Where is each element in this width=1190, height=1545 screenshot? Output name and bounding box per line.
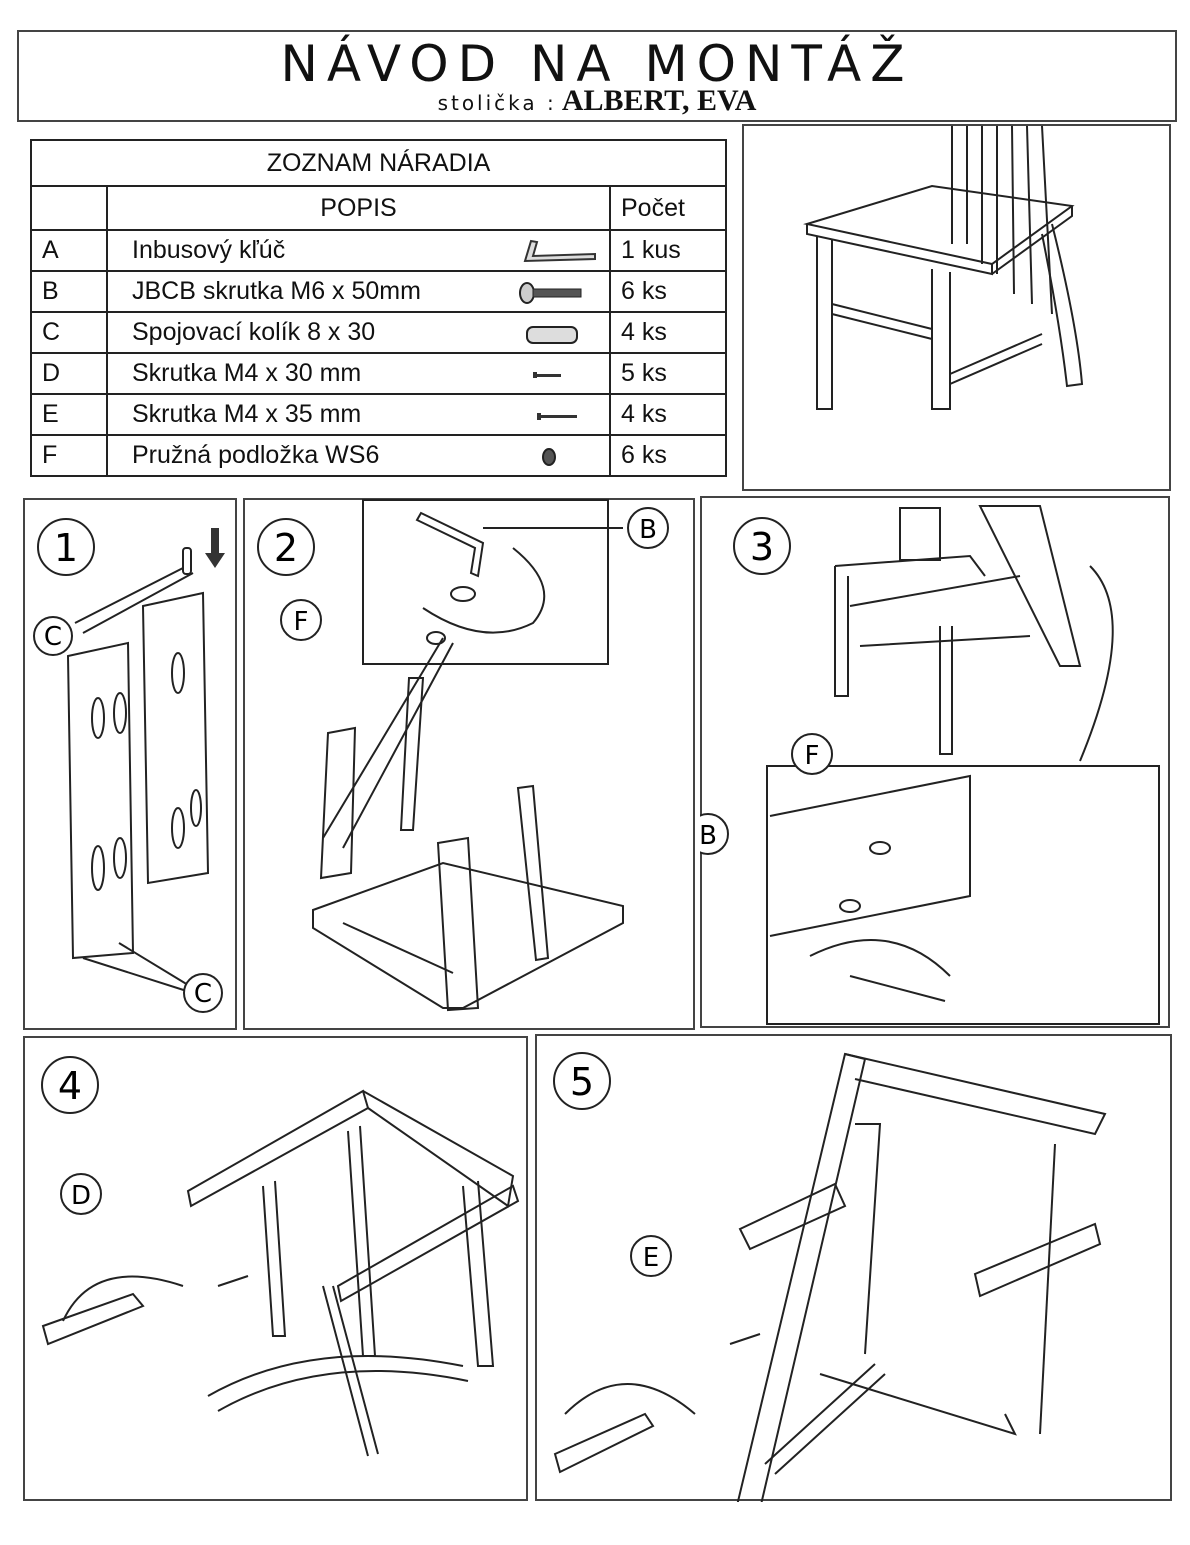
step-2-panel: 2 B F — [243, 498, 695, 1030]
header-empty — [30, 185, 108, 231]
step-1-panel: 1 C C — [23, 498, 237, 1030]
table-row: B JBCB skrutka M6 x 50mm 6 ks — [30, 270, 727, 313]
part-description-text: Skrutka M4 x 30 mm — [132, 359, 362, 387]
subtitle-label: stolička : — [437, 91, 557, 115]
part-description-text: Inbusový kľúč — [132, 236, 286, 264]
product-name: ALBERT, EVA — [561, 84, 757, 117]
table-row: E Skrutka M4 x 35 mm 4 ks — [30, 393, 727, 436]
part-description: Skrutka M4 x 30 mm — [106, 352, 611, 395]
arrow-down-icon — [205, 528, 225, 568]
bolt-icon — [519, 282, 582, 304]
table-row: F Pružná podložka WS6 6 ks — [30, 434, 727, 477]
part-id: F — [30, 434, 108, 477]
callout-label: B — [639, 515, 657, 545]
part-count: 5 ks — [609, 352, 727, 395]
step-number: 4 — [58, 1064, 82, 1108]
part-description-text: Pružná podložka WS6 — [132, 441, 380, 469]
callout-label: D — [71, 1181, 91, 1211]
part-description: Inbusový kľúč — [106, 229, 611, 272]
allen-key-icon — [523, 239, 596, 263]
part-id: B — [30, 270, 108, 313]
part-count: 6 ks — [609, 434, 727, 477]
part-description: JBCB skrutka M6 x 50mm — [106, 270, 611, 313]
table-row: A Inbusový kľúč 1 kus — [30, 229, 727, 272]
washer-icon — [542, 448, 556, 466]
col-count-header: Počet — [609, 185, 727, 231]
screw-icon — [537, 413, 577, 420]
callout-label: C — [194, 979, 212, 1009]
step-5-panel: 5 E — [535, 1034, 1172, 1502]
parts-table: ZOZNAM NÁRADIA POPIS Počet A Inbusový kľ… — [30, 139, 727, 477]
part-count: 1 kus — [609, 229, 727, 272]
dowel-icon — [526, 326, 578, 344]
part-count: 4 ks — [609, 393, 727, 436]
step-number: 1 — [54, 526, 78, 570]
step-number: 5 — [570, 1060, 594, 1104]
col-description-header: POPIS — [106, 185, 611, 231]
table-row: D Skrutka M4 x 30 mm 5 ks — [30, 352, 727, 395]
detail-inset — [362, 499, 609, 665]
assembled-chair-illustration — [742, 124, 1171, 491]
step-number: 2 — [274, 526, 298, 570]
part-id: A — [30, 229, 108, 272]
part-description: Pružná podložka WS6 — [106, 434, 611, 477]
parts-table-title: ZOZNAM NÁRADIA — [30, 139, 727, 187]
part-id: D — [30, 352, 108, 395]
screw-icon — [533, 372, 561, 378]
step-3-panel: 3 F B — [700, 496, 1170, 1028]
callout-label: E — [643, 1243, 659, 1273]
part-description: Spojovací kolík 8 x 30 — [106, 311, 611, 354]
page-title: NÁVOD NA MONTÁŽ — [280, 35, 914, 93]
step-4-panel: 4 D — [23, 1036, 528, 1501]
part-id: E — [30, 393, 108, 436]
part-description-text: Skrutka M4 x 35 mm — [132, 400, 362, 428]
header-box: NÁVOD NA MONTÁŽ stolička : ALBERT, EVA — [17, 30, 1177, 122]
callout-label: B — [700, 821, 717, 851]
callout-label: C — [44, 622, 62, 652]
part-description-text: JBCB skrutka M6 x 50mm — [132, 277, 421, 305]
part-count: 6 ks — [609, 270, 727, 313]
part-id: C — [30, 311, 108, 354]
table-row: C Spojovací kolík 8 x 30 4 ks — [30, 311, 727, 354]
step-number-badge — [37, 518, 95, 576]
step-number: 3 — [750, 525, 774, 569]
callout-label: F — [805, 741, 820, 771]
part-description: Skrutka M4 x 35 mm — [106, 393, 611, 436]
part-count: 4 ks — [609, 311, 727, 354]
subtitle: stolička : ALBERT, EVA — [19, 86, 1175, 120]
callout-label: F — [294, 607, 309, 637]
part-description-text: Spojovací kolík 8 x 30 — [132, 318, 376, 346]
